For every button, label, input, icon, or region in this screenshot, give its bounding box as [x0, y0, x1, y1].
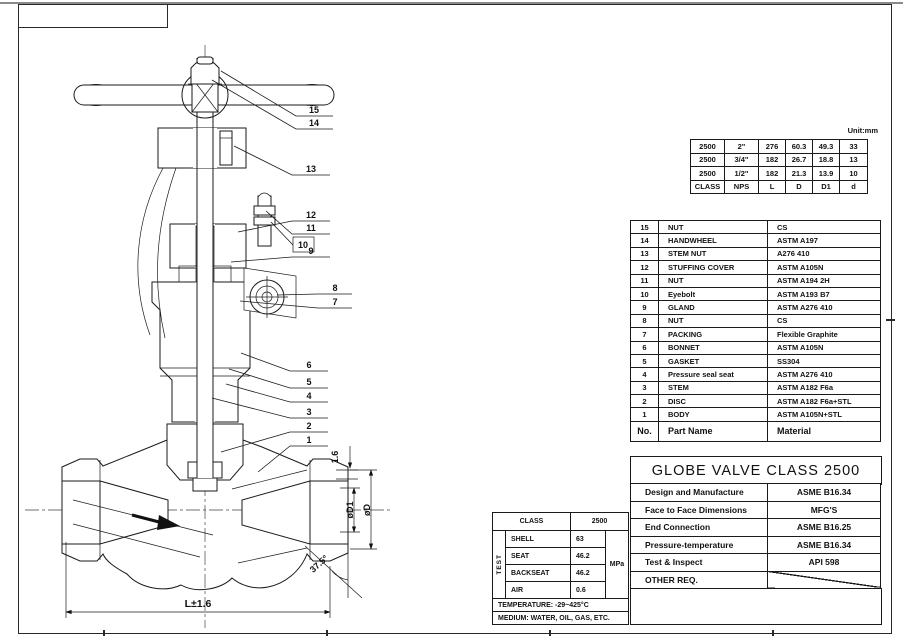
leader-label-13: 13: [306, 164, 316, 174]
border-ticks: [103, 319, 895, 636]
dim-bore-diameter: øD1: [345, 501, 355, 518]
test-row: SEAT 46.2: [493, 547, 629, 565]
stem: [196, 58, 214, 478]
yoke-arms: [137, 167, 177, 339]
sheet-top-edge: [0, 2, 903, 4]
top-left-title-strip: [18, 4, 168, 28]
drawing-title: GLOBE VALVE CLASS 2500: [630, 456, 882, 485]
test-class-row: CLASS 2500: [492, 512, 629, 531]
leader-label-15: 15: [309, 105, 319, 115]
leader-label-14: 14: [309, 118, 319, 128]
leader-label-6: 6: [306, 360, 311, 370]
test-row: TEST SHELL 63 MPa: [492, 530, 629, 599]
test-table: CLASS 2500 TEST SHELL 63 MPa SEAT 46.2 B…: [492, 512, 629, 625]
leader-label-11: 11: [306, 223, 316, 233]
leader-label-12: 12: [306, 210, 316, 220]
leader-label-10: 10: [298, 240, 308, 250]
handwheel-nut: [188, 56, 222, 85]
dim-face-to-face-length: L±1.6: [185, 598, 212, 610]
test-unit-cell: MPa: [605, 530, 629, 599]
leader-label-1: 1: [306, 435, 311, 445]
eyebolt-assembly: [243, 192, 297, 319]
medium-row: MEDIUM: WATER, OIL, GAS, ETC.: [492, 611, 629, 625]
temperature-row: TEMPERATURE: -29~425°C: [492, 598, 629, 612]
dim-bevel-angle: 37.5°: [308, 553, 331, 575]
empty-title-block-cell: [630, 588, 882, 625]
leader-label-7: 7: [332, 297, 337, 307]
valve-body: [61, 423, 349, 591]
dim-outer-diameter: øD: [362, 504, 372, 516]
flow-direction-arrow: [131, 513, 180, 530]
dim-face-gap: 1.6: [330, 451, 340, 464]
leader-label-2: 2: [306, 421, 311, 431]
test-vertical-label: TEST: [492, 530, 506, 599]
empty-diagonal-cell: [767, 570, 881, 589]
test-row: BACKSEAT 46.2: [493, 564, 629, 582]
leader-label-8: 8: [332, 283, 337, 293]
leader-label-9: 9: [308, 246, 313, 256]
leader-label-3: 3: [306, 407, 311, 417]
leader-label-4: 4: [306, 391, 311, 401]
yoke-flange: [157, 127, 247, 169]
leader-label-5: 5: [306, 377, 311, 387]
unit-label: Unit:mm: [847, 126, 878, 135]
spec-row: OTHER REQ.: [630, 570, 881, 589]
leader-lines: 15 14 13 12 11 10 9 8 7 6 5 4 3: [211, 70, 352, 473]
